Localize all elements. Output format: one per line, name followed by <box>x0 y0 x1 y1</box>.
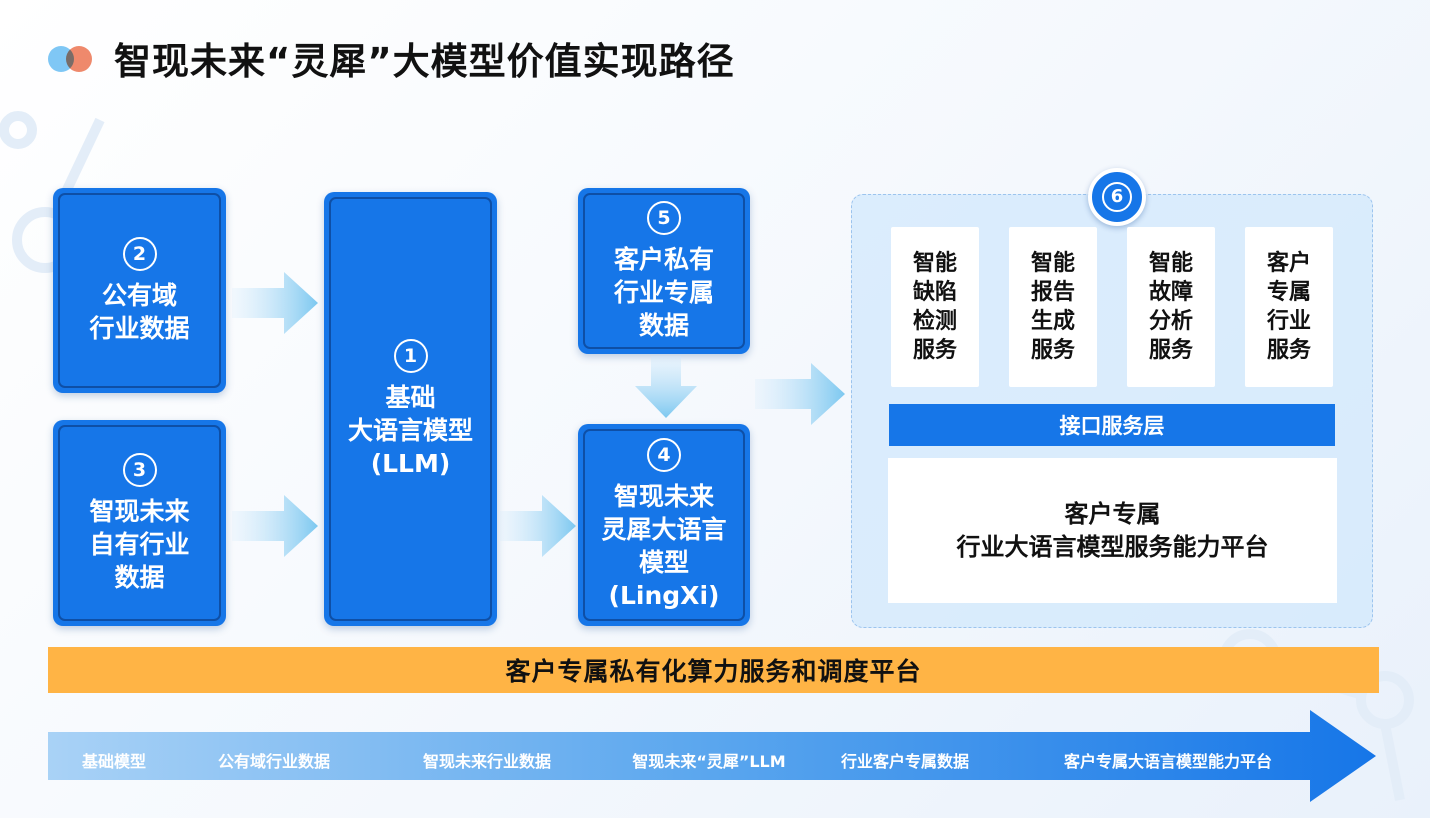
timeline-step: 智现未来“灵犀”LLM <box>632 752 786 771</box>
node-lingxi-llm: 4 智现未来 灵犀大语言 模型 (LingXi) <box>578 424 750 626</box>
timeline-step: 基础模型 <box>81 752 147 771</box>
arrow-right-icon <box>755 363 845 425</box>
page-title: 智现未来“灵犀”大模型价值实现路径 <box>114 40 735 83</box>
timeline-step: 智现未来行业数据 <box>422 752 552 771</box>
title-bar: 智现未来“灵犀”大模型价值实现路径 <box>48 30 735 86</box>
arrow-down-icon <box>635 356 697 418</box>
node-public-industry-data: 2 公有域 行业数据 <box>53 188 226 393</box>
node-label: 公有域 行业数据 <box>89 280 190 343</box>
title-dots-icon <box>48 42 100 74</box>
arrow-right-icon <box>232 495 318 557</box>
node-label: 基础 大语言模型 (LLM) <box>347 382 473 478</box>
node-number: 1 <box>393 338 428 373</box>
node-number: 3 <box>122 452 157 487</box>
interface-service-layer: 接口服务层 <box>889 404 1335 446</box>
node-customer-private-data: 5 客户私有 行业专属 数据 <box>578 188 750 354</box>
service-report-generation: 智能 报告 生成 服务 <box>1009 227 1097 387</box>
arrow-right-icon <box>232 272 318 334</box>
compute-platform-bar: 客户专属私有化算力服务和调度平台 <box>48 647 1379 693</box>
timeline-step: 客户专属大语言模型能力平台 <box>1063 752 1273 771</box>
service-defect-detection: 智能 缺陷 检测 服务 <box>891 227 979 387</box>
node-number: 4 <box>647 438 681 472</box>
node-base-llm: 1 基础 大语言模型 (LLM) <box>324 192 497 626</box>
timeline-step: 行业客户专属数据 <box>840 752 970 771</box>
core-llm-platform: 客户专属 行业大语言模型服务能力平台 <box>888 458 1337 603</box>
node-label: 智现未来 自有行业 数据 <box>89 496 190 592</box>
node-6-badge: 6 <box>1088 168 1146 226</box>
node-label: 客户私有 行业专属 数据 <box>613 244 714 340</box>
service-customer-industry: 客户 专属 行业 服务 <box>1245 227 1333 387</box>
timeline-arrow <box>48 710 1376 802</box>
service-fault-analysis: 智能 故障 分析 服务 <box>1127 227 1215 387</box>
node-label: 智现未来 灵犀大语言 模型 (LingXi) <box>601 482 727 610</box>
arrow-right-icon <box>500 495 576 557</box>
node-number: 5 <box>647 200 681 235</box>
node-own-industry-data: 3 智现未来 自有行业 数据 <box>53 420 226 626</box>
node-number: 6 <box>1102 182 1132 212</box>
node-number: 2 <box>122 236 157 271</box>
timeline-step: 公有域行业数据 <box>217 752 331 771</box>
